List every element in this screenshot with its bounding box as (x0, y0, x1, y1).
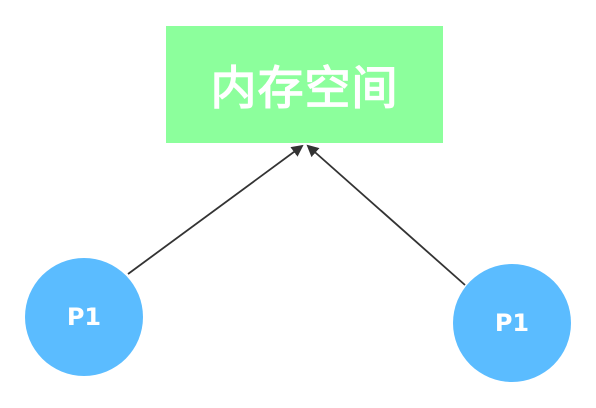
arrow-left-to-memory (127, 144, 304, 275)
memory-space-label: 内存空间 (210, 60, 399, 115)
process-label-right: P1 (494, 309, 530, 337)
process-label-left: P1 (66, 303, 102, 331)
process-node-left: P1 (25, 258, 143, 376)
process-node-right: P1 (453, 264, 571, 382)
memory-space-box: 内存空间 (166, 26, 443, 143)
arrow-right-to-memory (306, 144, 466, 286)
